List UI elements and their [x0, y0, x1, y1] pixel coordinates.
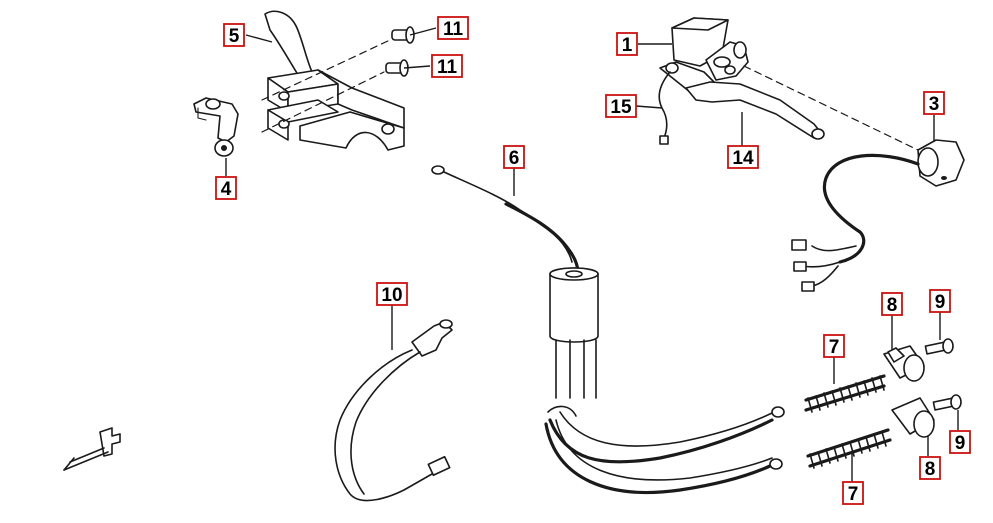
callout-8-lower: 8	[919, 456, 941, 480]
lever-holder-part-5	[261, 10, 405, 151]
callout-1-text: 1	[622, 35, 633, 56]
callout-4-text: 4	[221, 179, 232, 200]
callout-7-lower: 7	[842, 481, 864, 505]
callout-14-text: 14	[732, 148, 754, 169]
spring-part-7-upper	[804, 374, 886, 413]
switch-bracket-part-4	[193, 97, 239, 157]
callout-7-upper-text: 7	[829, 337, 840, 358]
screw-part-11-upper	[391, 26, 415, 44]
callout-8-lower-text: 8	[925, 459, 936, 480]
bolt-part-9-upper	[924, 338, 954, 355]
callout-9-lower-text: 9	[955, 433, 966, 454]
callout-9-upper: 9	[929, 289, 951, 313]
leader-lines	[225, 27, 959, 482]
callout-10-text: 10	[381, 285, 402, 306]
callout-5-text: 5	[229, 26, 240, 47]
switch-wire-part-10	[334, 319, 453, 502]
bolt-part-9-lower	[932, 394, 962, 411]
adjuster-part-8-upper	[883, 345, 925, 382]
callout-8-upper: 8	[881, 292, 903, 316]
callout-15: 15	[605, 94, 637, 118]
callout-7-lower-text: 7	[848, 484, 859, 505]
callout-15-text: 15	[610, 97, 632, 118]
adjuster-part-8-lower	[891, 397, 935, 438]
master-cylinder-part-1	[659, 17, 749, 101]
callout-3-text: 3	[929, 94, 940, 115]
callout-3: 3	[923, 91, 945, 115]
spring-part-7-lower	[806, 428, 892, 469]
callout-8-upper-text: 8	[887, 295, 898, 316]
brake-lever-part-14	[685, 65, 919, 151]
callout-11-upper-text: 11	[443, 19, 464, 40]
callout-6: 6	[503, 145, 525, 169]
front-direction-mark	[63, 427, 121, 471]
throttle-cable-part-6	[431, 165, 785, 495]
callout-10: 10	[376, 282, 408, 306]
callout-6-text: 6	[509, 148, 520, 169]
callout-14: 14	[727, 145, 759, 169]
callout-9-lower: 9	[949, 430, 971, 454]
callout-11-lower-text: 11	[437, 57, 458, 78]
callout-11-upper: 11	[437, 16, 469, 40]
handlebar-switch-part-3	[791, 139, 965, 292]
callout-9-upper-text: 9	[935, 292, 946, 313]
callout-11-lower: 11	[431, 54, 463, 78]
callout-5: 5	[223, 23, 245, 47]
callout-4: 4	[215, 176, 237, 200]
callout-7-upper: 7	[823, 334, 845, 358]
callout-1: 1	[616, 32, 638, 56]
